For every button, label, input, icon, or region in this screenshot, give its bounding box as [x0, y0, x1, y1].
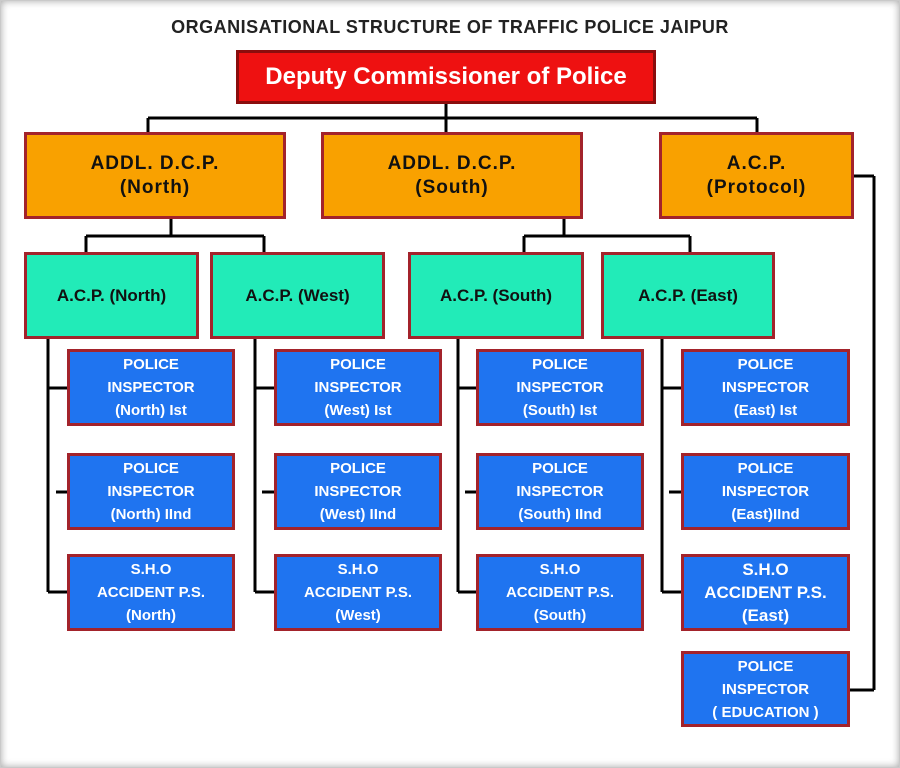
unit-line2: ACCIDENT P.S. — [96, 584, 206, 601]
unit-line1: S.H.O — [337, 561, 379, 578]
unit-line3: (North) — [126, 607, 176, 624]
unit-line3: (East) Ist — [733, 402, 798, 419]
sho-accident-north-box: S.H.O ACCIDENT P.S. (North) — [67, 554, 235, 631]
acp-east-box: A.C.P. (East) — [601, 252, 775, 339]
unit-line2: INSPECTOR — [107, 483, 195, 500]
dcp-box: Deputy Commissioner of Police — [236, 50, 656, 104]
sho-accident-south-box: S.H.O ACCIDENT P.S. (South) — [476, 554, 644, 631]
inspector-south-1-box: POLICE INSPECTOR (South) Ist — [476, 349, 644, 426]
unit-line3: (South) Ist — [522, 402, 598, 419]
unit-line2: INSPECTOR — [314, 379, 402, 396]
acp-protocol-box: A.C.P. (Protocol) — [659, 132, 854, 219]
acp-protocol-line1: A.C.P. — [726, 152, 787, 174]
unit-line3: (South) IInd — [518, 506, 602, 523]
sho-accident-east-box: S.H.O ACCIDENT P.S. (East) — [681, 554, 850, 631]
unit-line1: POLICE — [737, 460, 794, 477]
addl-dcp-north-line1: ADDL. D.C.P. — [90, 152, 220, 174]
unit-line1: POLICE — [532, 460, 588, 477]
unit-line2: ACCIDENT P.S. — [303, 584, 413, 601]
addl-dcp-south-line2: (South) — [415, 176, 489, 198]
acp-west-box: A.C.P. (West) — [210, 252, 385, 339]
inspector-north-2-box: POLICE INSPECTOR (North) IInd — [67, 453, 235, 530]
addl-dcp-north-line2: (North) — [119, 176, 191, 198]
inspector-east-1-box: POLICE INSPECTOR (East) Ist — [681, 349, 850, 426]
addl-dcp-south-box: ADDL. D.C.P. (South) — [321, 132, 583, 219]
acp-east-label: A.C.P. (East) — [638, 285, 738, 305]
acp-south-label: A.C.P. (South) — [439, 285, 553, 305]
inspector-east-2-box: POLICE INSPECTOR (East)IInd — [681, 453, 850, 530]
unit-line1: POLICE — [737, 657, 794, 675]
unit-line3: ( EDUCATION ) — [712, 703, 819, 721]
unit-line1: S.H.O — [539, 561, 581, 578]
inspector-south-2-box: POLICE INSPECTOR (South) IInd — [476, 453, 644, 530]
inspector-west-2-box: POLICE INSPECTOR (West) IInd — [274, 453, 442, 530]
unit-line2: INSPECTOR — [721, 680, 810, 698]
acp-north-box: A.C.P. (North) — [24, 252, 199, 339]
unit-line1: POLICE — [532, 356, 588, 373]
unit-line1: POLICE — [123, 356, 179, 373]
unit-line3: (East) — [741, 606, 790, 625]
unit-line1: POLICE — [330, 460, 386, 477]
unit-line3: (East)IInd — [731, 506, 800, 523]
acp-protocol-line2: (Protocol) — [706, 176, 807, 198]
chart-title: ORGANISATIONAL STRUCTURE OF TRAFFIC POLI… — [171, 17, 729, 37]
unit-line3: (West) Ist — [324, 402, 392, 419]
addl-dcp-south-line1: ADDL. D.C.P. — [387, 152, 517, 174]
sho-accident-west-box: S.H.O ACCIDENT P.S. (West) — [274, 554, 442, 631]
inspector-west-1-box: POLICE INSPECTOR (West) Ist — [274, 349, 442, 426]
unit-line3: (South) — [533, 607, 587, 624]
dcp-label: Deputy Commissioner of Police — [265, 63, 627, 90]
unit-line3: (West) — [335, 607, 381, 624]
unit-line2: INSPECTOR — [721, 379, 810, 396]
unit-line1: POLICE — [123, 460, 179, 477]
unit-line1: S.H.O — [742, 560, 789, 579]
acp-south-box: A.C.P. (South) — [408, 252, 584, 339]
inspector-north-1-box: POLICE INSPECTOR (North) Ist — [67, 349, 235, 426]
unit-line3: (North) IInd — [110, 506, 192, 523]
unit-line1: POLICE — [737, 356, 794, 373]
unit-line1: S.H.O — [130, 561, 172, 578]
unit-line2: INSPECTOR — [516, 483, 604, 500]
addl-dcp-north-box: ADDL. D.C.P. (North) — [24, 132, 286, 219]
unit-line2: INSPECTOR — [314, 483, 402, 500]
inspector-education-box: POLICE INSPECTOR ( EDUCATION ) — [681, 651, 850, 727]
unit-line3: (North) Ist — [115, 402, 187, 419]
unit-line2: ACCIDENT P.S. — [505, 584, 615, 601]
unit-line3: (West) IInd — [319, 506, 397, 523]
unit-line2: INSPECTOR — [516, 379, 604, 396]
unit-line2: INSPECTOR — [107, 379, 195, 396]
unit-line1: POLICE — [330, 356, 386, 373]
acp-west-label: A.C.P. (West) — [245, 285, 350, 305]
unit-line2: INSPECTOR — [721, 483, 810, 500]
unit-line2: ACCIDENT P.S. — [704, 583, 827, 602]
acp-north-label: A.C.P. (North) — [56, 285, 167, 305]
